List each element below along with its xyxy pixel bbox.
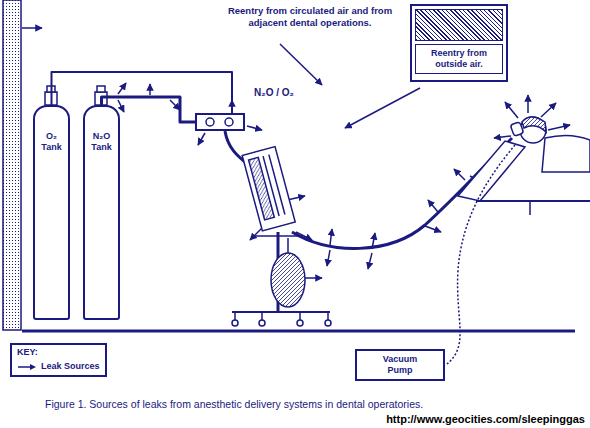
machine-stand — [232, 232, 331, 326]
vacuum-pump-box: Vacuum Pump — [355, 349, 445, 381]
reservoir-bag — [271, 238, 305, 307]
gas-tank: O₂ Tank — [33, 105, 70, 320]
gas-supply-hose — [52, 72, 233, 113]
legend-arrow-line — [18, 366, 31, 368]
pump-label: Vacuum Pump — [372, 354, 428, 376]
window-box: Reentry from outside air. — [410, 4, 508, 82]
wall — [3, 0, 21, 330]
vacuum-hose — [447, 145, 515, 364]
flowmeter-knobs — [206, 118, 233, 126]
tank-label: O₂ Tank — [37, 131, 67, 153]
legend-arrow-head — [30, 364, 36, 370]
url-watermark: http://www.geocities.com/sleepinggas — [386, 413, 585, 426]
tank-label: N₂O Tank — [87, 131, 117, 153]
leak-arrow — [22, 27, 42, 29]
key-box: KEY: Leak Sources — [10, 343, 107, 377]
reentry-note: Reentry from circulated air and from adj… — [215, 5, 405, 29]
window-text-box: Reentry from outside air. — [415, 44, 503, 74]
patient — [510, 117, 590, 172]
legend-label: Leak Sources — [41, 361, 100, 372]
flowmeter-label: N₂O / O₂ — [253, 87, 295, 99]
reentry-arrow — [345, 88, 420, 128]
gas-tank: N₂O Tank — [83, 105, 120, 320]
legend-row: Leak Sources — [17, 361, 100, 372]
leak-arrows — [118, 83, 572, 278]
flowmeter-box: N₂O / O₂ — [195, 113, 245, 131]
anesthesia-machine — [242, 147, 295, 231]
figure-caption: Figure 1. Sources of leaks from anesthet… — [45, 398, 423, 411]
window-pane — [415, 9, 503, 41]
window-label: Reentry from outside air. — [418, 48, 500, 70]
tank-valves — [45, 86, 107, 105]
reentry-arrow — [280, 44, 322, 85]
key-heading: KEY: — [17, 347, 100, 358]
legend-arrow-sample — [17, 362, 37, 372]
floor — [22, 330, 575, 333]
